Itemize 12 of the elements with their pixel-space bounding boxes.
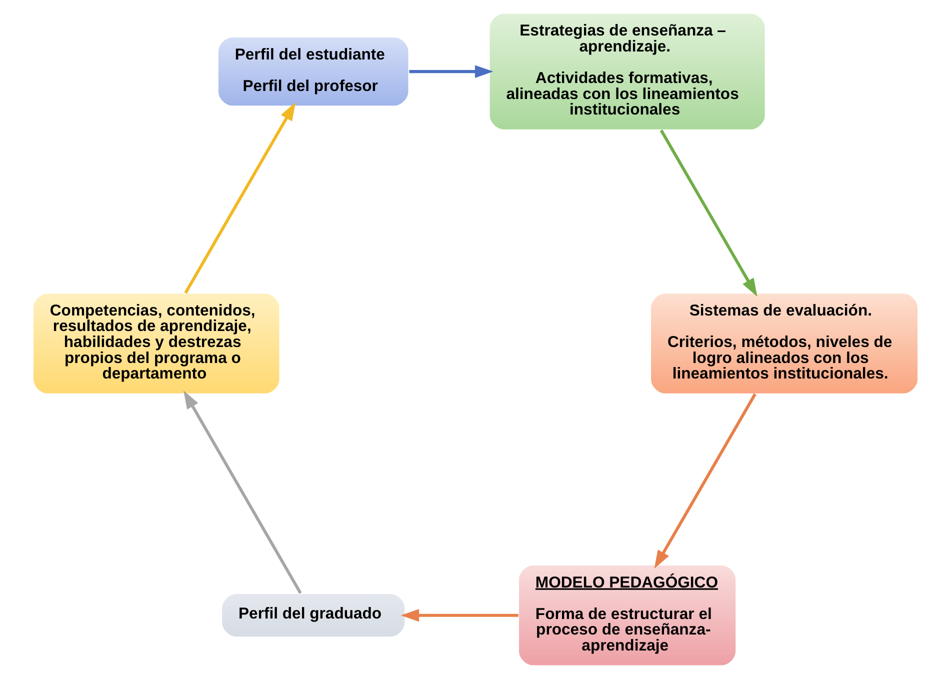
arrow: [660, 129, 758, 297]
arrow: [409, 65, 494, 78]
arrow: [184, 102, 296, 294]
node-box: Estrategias de enseñanza – aprendizaje. Actividades formativas, alineadas con los lineamientos institucionales: [488, 12, 766, 131]
arrow: [184, 390, 302, 594]
node-box: Competencias, contenidos, resultados de aprendizaje, habilidades y destrezas propios del programa o departamento: [32, 292, 280, 395]
node-box: Perfil del graduado: [220, 592, 406, 638]
node-box: MODELO PEDAGÓGICO Forma de estructurar el proceso de enseñanza-aprendizaje: [518, 564, 737, 666]
node-box: Perfil del estudiante Perfil del profesor: [217, 36, 410, 107]
arrow: [400, 608, 518, 622]
node-box: Sistemas de evaluación. Criterios, métodos, niveles de logro alineados con los lineamientos institucionales.: [650, 292, 919, 395]
arrow: [654, 393, 756, 569]
